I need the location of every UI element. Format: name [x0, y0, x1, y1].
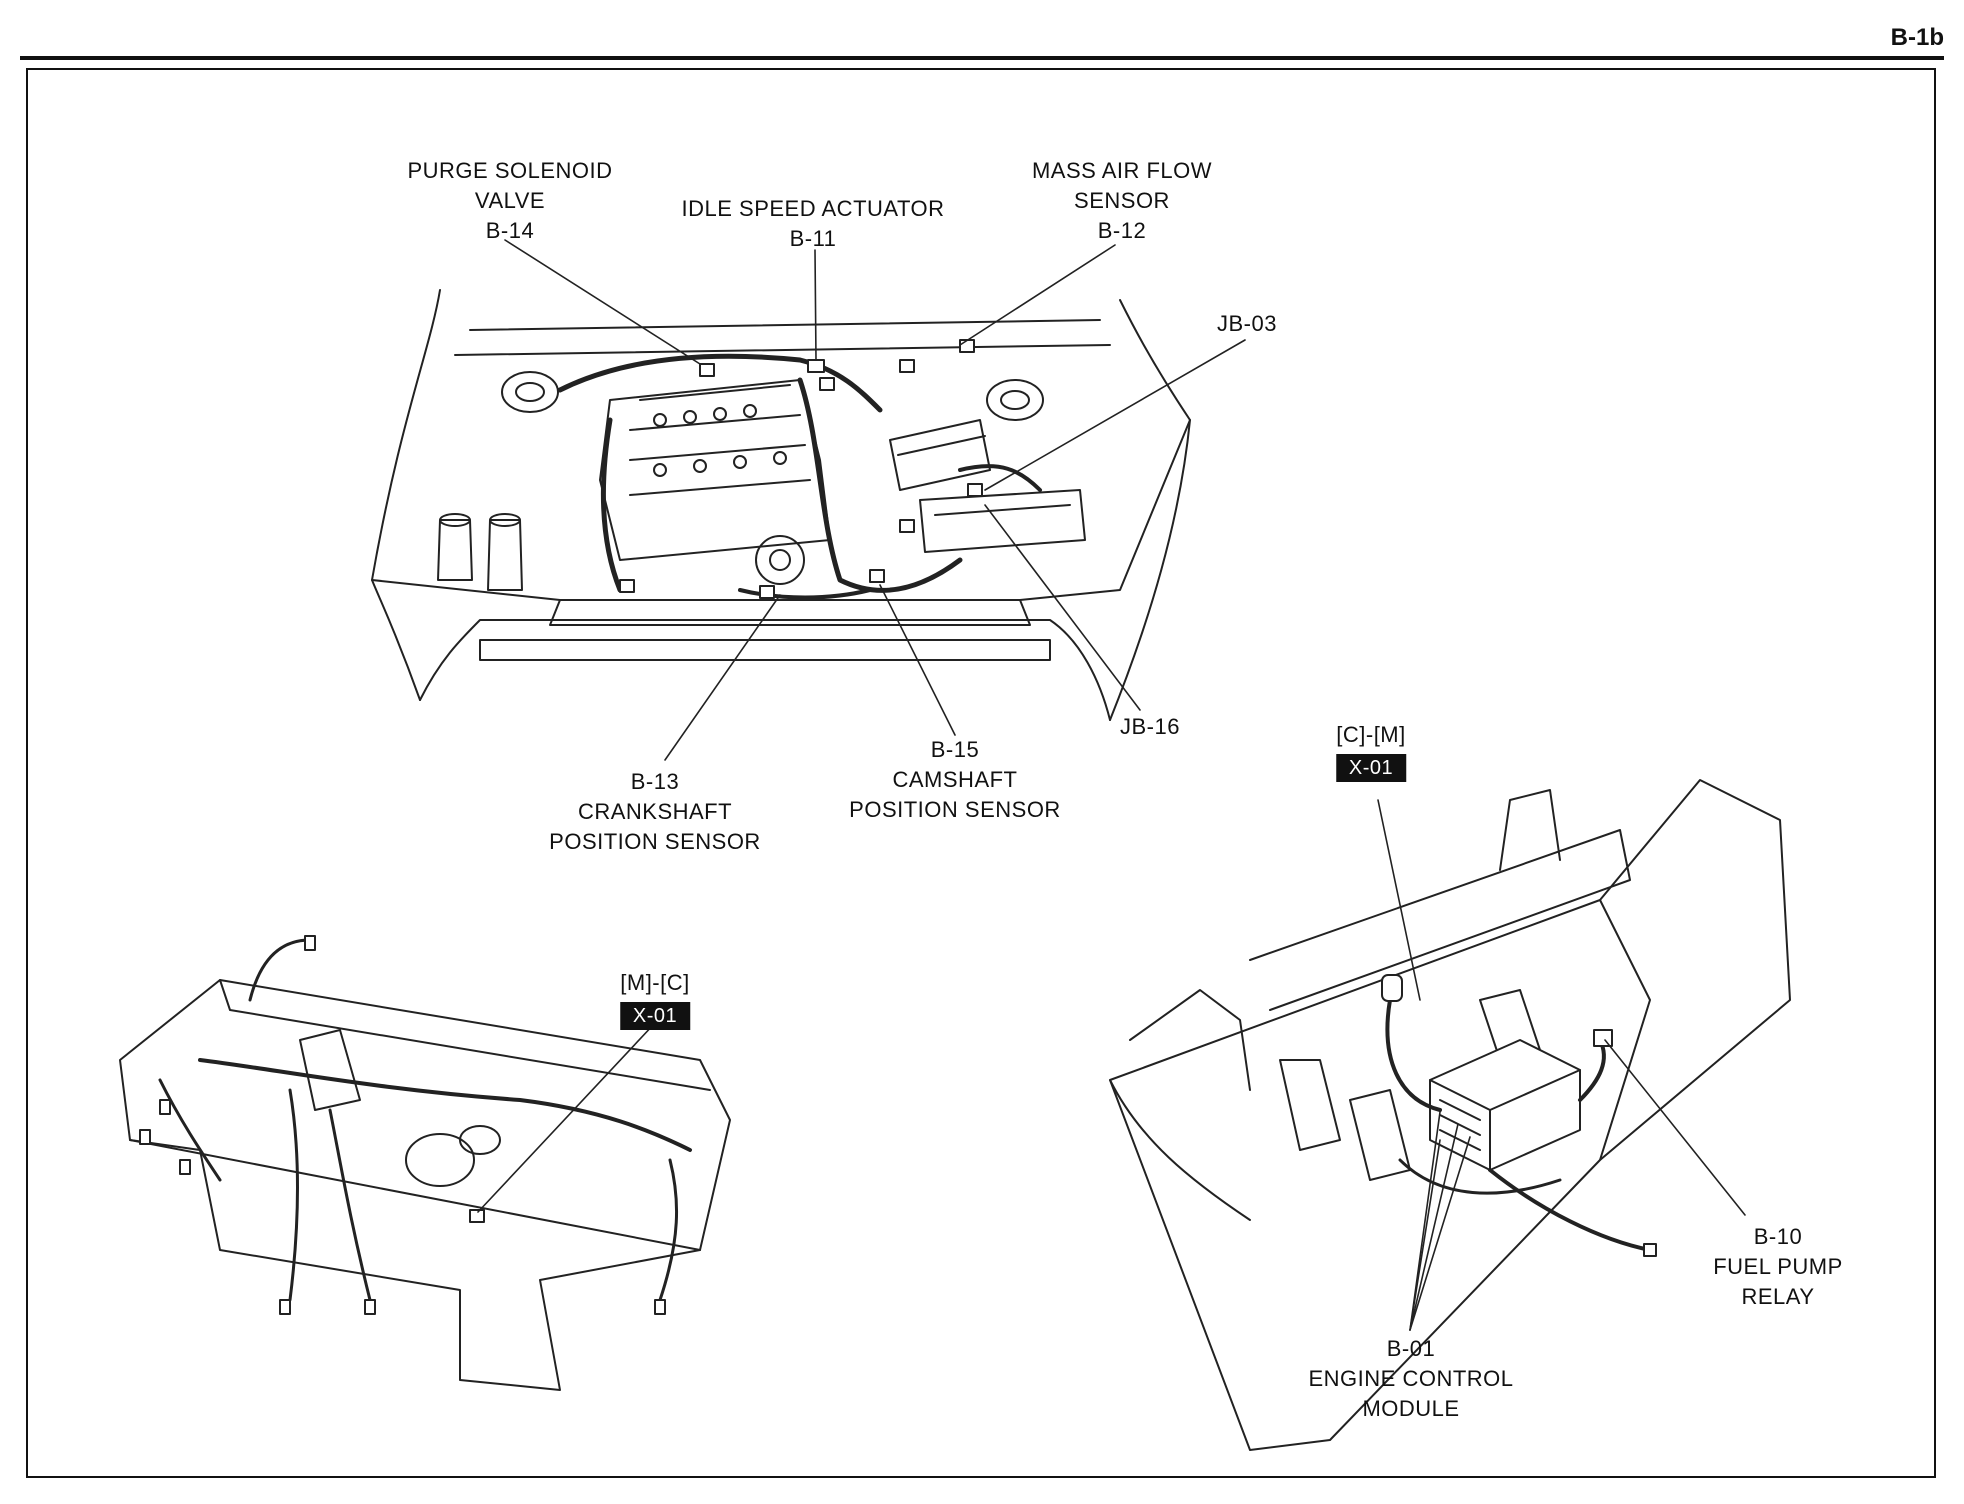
engine-leader-lines	[504, 239, 1246, 761]
floor-leader-lines	[1377, 799, 1746, 1331]
connector-tag-x01-right: X-01	[1336, 754, 1406, 782]
header-rule	[20, 56, 1944, 60]
left-x01-leader	[477, 1022, 656, 1213]
label-jb-16: JB-16	[1120, 714, 1180, 739]
label-connector-c-m: [C]-[M] X-01	[1336, 720, 1406, 782]
connector-tag-x01-left: X-01	[620, 1002, 690, 1030]
engine-bay-drawing	[371, 289, 1191, 721]
label-jb-03: JB-03	[1217, 311, 1277, 336]
diagram-frame	[26, 68, 1936, 1478]
instrument-panel-drawing	[119, 935, 731, 1391]
page-identifier: B-1b	[1890, 24, 1944, 51]
label-connector-m-c: [M]-[C] X-01	[620, 968, 690, 1030]
